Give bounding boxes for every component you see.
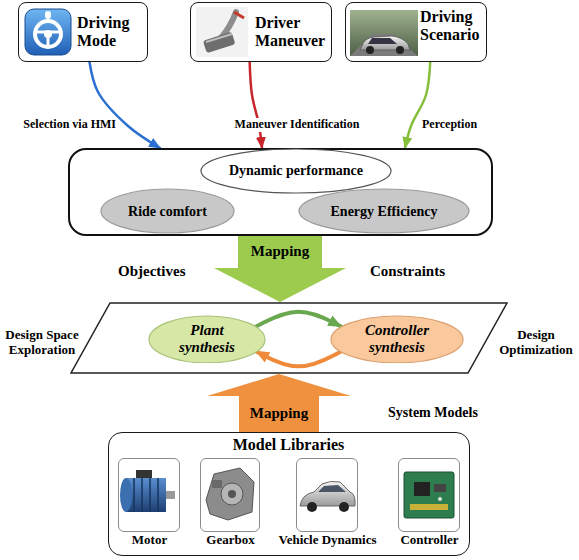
gearbox-photo xyxy=(212,480,222,488)
motor-photo xyxy=(166,491,175,499)
ellipse-label: Dynamic performance xyxy=(229,163,363,178)
side-label: Design Space Exploration xyxy=(2,328,82,358)
ellipse-label: Energy Efficiency xyxy=(331,204,438,219)
edge-label: Mapping xyxy=(250,405,308,422)
objective-ellipse: Dynamic performance xyxy=(200,148,392,194)
image-caption: Vehicle Dynamics xyxy=(263,533,393,547)
parallelogram-shape xyxy=(71,303,507,373)
box-title: Model Libraries xyxy=(109,436,468,454)
road-scene-photo xyxy=(368,38,397,44)
iteration-arrow xyxy=(256,312,341,327)
edge-label: Selection via HMI xyxy=(4,118,118,132)
model-image: Motor xyxy=(118,458,180,532)
vehicle-photo xyxy=(318,485,346,492)
library-box: MotorGearboxVehicle DynamicsControllerMo… xyxy=(108,432,470,556)
steering-wheel-icon xyxy=(25,9,71,55)
motor-photo xyxy=(134,478,158,512)
steering-wheel-icon xyxy=(45,11,51,19)
image-caption: Gearbox xyxy=(176,533,286,547)
gearbox-photo xyxy=(206,468,254,520)
steering-wheel-icon xyxy=(25,9,71,55)
edge-label: Mapping xyxy=(251,243,309,260)
synthesis-ellipse: Plant synthesis xyxy=(148,315,266,364)
steering-wheel-icon xyxy=(35,21,61,47)
iteration-arrow xyxy=(256,351,341,366)
input-arrow xyxy=(90,62,161,148)
gearbox-photo xyxy=(206,468,254,520)
synthesis-parallelogram: Plant synthesis Controller synthesis xyxy=(70,302,508,374)
box-title: Driving Mode xyxy=(77,14,147,49)
objective-ellipse: Ride comfort xyxy=(100,188,235,234)
pedal-photo xyxy=(234,12,244,18)
ellipse-shape xyxy=(331,316,463,363)
image-caption: Motor xyxy=(95,533,205,547)
pedal-photo xyxy=(206,34,232,42)
mapping-block-arrow xyxy=(214,236,346,302)
gearbox-photo xyxy=(228,490,236,498)
vehicle-photo xyxy=(307,502,317,512)
controller-board-photo xyxy=(414,482,430,496)
edge-label: Maneuver Identification xyxy=(233,118,362,132)
box-title: Driving Scenario xyxy=(420,8,484,43)
input-box: Driving Scenario xyxy=(345,2,487,62)
objective-ellipse: Energy Efficiency xyxy=(298,188,470,234)
road-scene-photo xyxy=(396,46,404,54)
side-label: Constraints xyxy=(370,263,445,280)
road-scene-photo xyxy=(350,34,418,56)
controller-board-photo xyxy=(404,472,454,518)
pedal-photo xyxy=(196,7,248,57)
motor-photo xyxy=(136,470,152,478)
mapping-block-arrow xyxy=(207,374,351,432)
side-label: Objectives xyxy=(118,263,185,280)
vehicle-photo xyxy=(300,481,355,512)
box-title: Driver Maneuver xyxy=(255,14,329,49)
road-scene-photo xyxy=(350,10,418,56)
model-image: Controller xyxy=(398,458,460,532)
objective-group: Dynamic performanceRide comfort Energy Ef… xyxy=(68,148,493,236)
controller-board-photo xyxy=(438,497,442,501)
ellipse-shape xyxy=(201,149,391,193)
motor-photo xyxy=(120,470,175,512)
motor-photo xyxy=(120,478,132,512)
ellipse-label: Ride comfort xyxy=(128,204,207,219)
side-label: System Models xyxy=(388,405,478,421)
pedal-photo xyxy=(203,32,236,54)
input-arrow xyxy=(250,62,262,148)
side-label: Design Optimization xyxy=(496,328,576,358)
input-box: Driver Maneuver xyxy=(190,2,332,62)
synthesis-ellipse: Controller synthesis xyxy=(330,315,464,364)
image-caption: Controller xyxy=(375,533,485,547)
ellipse-shape xyxy=(149,316,265,363)
edge-label: Perception xyxy=(420,118,479,132)
pedal-photo xyxy=(196,7,248,57)
controller-board-photo xyxy=(434,484,446,492)
ellipse-shape xyxy=(299,189,469,233)
controller-board-photo xyxy=(404,472,454,518)
ellipse-label: Controller synthesis xyxy=(354,322,440,355)
input-box: Driving Mode xyxy=(18,2,148,62)
model-image: Gearbox xyxy=(200,458,260,532)
ellipse-shape xyxy=(101,189,234,233)
gearbox-photo xyxy=(221,483,243,505)
controller-board-photo xyxy=(410,504,448,510)
vehicle-photo xyxy=(339,502,349,512)
input-arrow xyxy=(405,62,430,148)
vehicle-photo xyxy=(300,481,355,506)
road-scene-photo xyxy=(366,46,374,54)
model-image: Vehicle Dynamics xyxy=(296,458,358,532)
ellipse-label: Plant synthesis xyxy=(167,322,247,355)
road-scene-photo xyxy=(350,10,418,56)
steering-wheel-icon xyxy=(35,32,61,47)
